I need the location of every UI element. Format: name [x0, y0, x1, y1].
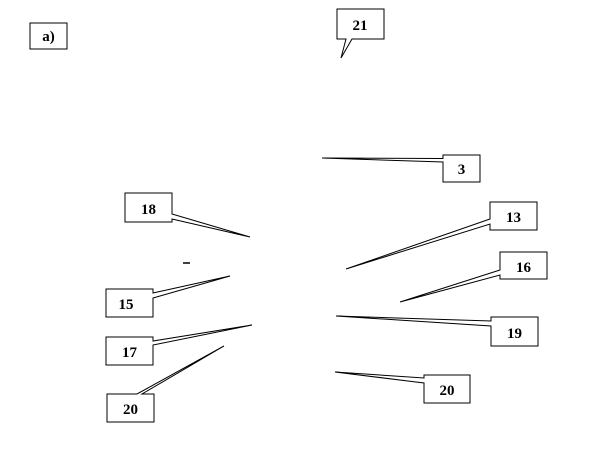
callout-17: 17	[105, 324, 253, 366]
callout-3: 3	[321, 154, 481, 183]
callout-13: 13	[345, 201, 538, 270]
callout-16: 16	[399, 251, 548, 303]
callout-18-label: 18	[141, 202, 156, 218]
callout-19: 19	[335, 315, 539, 347]
panel-label: a)	[29, 22, 68, 50]
callout-20-right: 20	[334, 371, 471, 404]
callout-3-label: 3	[458, 162, 466, 178]
callout-21-label: 21	[353, 18, 368, 34]
callout-19-label: 19	[507, 326, 522, 342]
callout-20-left-label: 20	[123, 402, 138, 418]
callout-16-label: 16	[516, 260, 532, 276]
callout-13-label: 13	[506, 210, 521, 226]
callout-21: 21	[336, 8, 385, 59]
callout-15-label: 15	[119, 297, 134, 313]
callout-20-left: 20	[106, 345, 225, 423]
callout-17-label: 17	[122, 345, 138, 361]
callout-15: 15	[105, 275, 231, 318]
panel-label-text: a)	[42, 29, 55, 45]
callout-20-right-label: 20	[440, 383, 455, 399]
callout-18: 18	[124, 192, 251, 238]
